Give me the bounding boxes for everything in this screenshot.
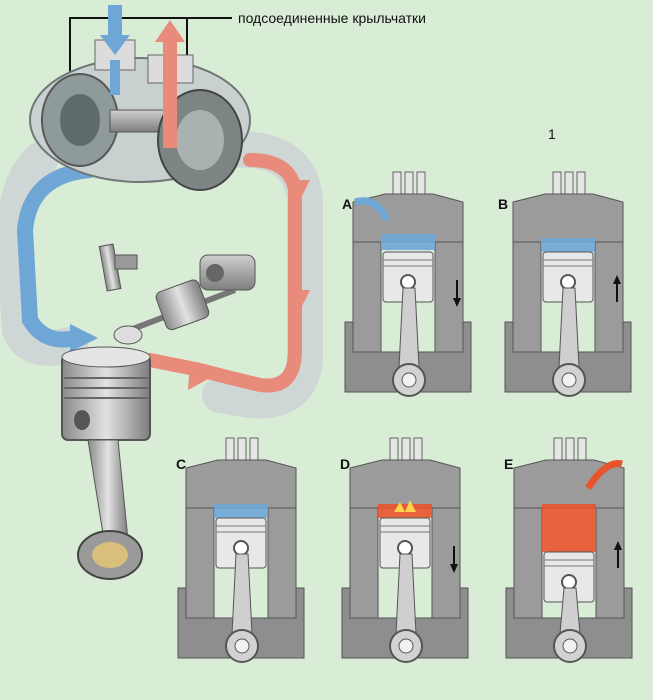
cylinder-c <box>177 437 305 663</box>
connecting-rod <box>231 553 253 635</box>
cylinder-a <box>344 171 472 397</box>
piston-pin <box>560 274 576 290</box>
cylinder-head <box>349 459 461 509</box>
connecting-rod <box>559 587 581 635</box>
cylinder-wall-left <box>513 507 543 619</box>
valve-head <box>113 325 143 345</box>
panel-label-b: B <box>498 196 509 212</box>
ignition-flame <box>394 500 416 512</box>
turbocharger <box>29 5 251 191</box>
cylinder-wall-left <box>185 507 215 619</box>
cylinder-wall-left <box>349 507 379 619</box>
arrow-up-icon <box>613 275 621 284</box>
rod-bearing <box>92 542 128 568</box>
gas-charge <box>378 504 432 518</box>
exhaust-arrow-head-2 <box>290 180 310 200</box>
piston-pin <box>74 410 90 430</box>
exhaust-arrow-head-3 <box>188 362 210 390</box>
cylinder-wall-right <box>595 507 625 619</box>
gas-charge <box>214 504 268 518</box>
intake-arrow-head <box>70 324 98 352</box>
intake-flow <box>353 197 391 222</box>
gas-charge <box>381 234 435 250</box>
cylinder-wall-left <box>512 241 542 353</box>
arrow-up-icon <box>614 541 622 550</box>
cylinder-head <box>512 193 624 243</box>
connecting-rod <box>395 553 417 635</box>
large-piston <box>61 346 151 580</box>
panel-b-marker: 1 <box>548 126 556 142</box>
crank-pin <box>401 372 417 388</box>
piston-pin <box>233 540 249 556</box>
intake-in-arrow <box>100 35 130 55</box>
crank-pin <box>561 372 577 388</box>
caption-connected-impellers: подсоединенные крыльчатки <box>238 10 426 26</box>
cylinder-panels <box>177 171 633 663</box>
piston-pin <box>561 574 577 590</box>
crank-pin <box>398 638 414 654</box>
cylinder-wall-right <box>431 507 461 619</box>
arrow-down-icon <box>450 564 458 573</box>
piston-pin <box>397 540 413 556</box>
cylinder-wall-right <box>594 241 624 353</box>
connecting-rod <box>558 287 580 369</box>
panel-label-a: A <box>342 196 353 212</box>
panel-label-c: C <box>176 456 187 472</box>
cylinder-e <box>505 437 633 663</box>
cylinder-wall-right <box>267 507 297 619</box>
panel-label-e: E <box>504 456 514 472</box>
crank-pin <box>234 638 250 654</box>
exhaust-arrow-head-1 <box>290 290 310 310</box>
valve-train <box>98 243 256 345</box>
gas-charge <box>542 504 596 552</box>
valve-spring <box>155 279 210 331</box>
air-ducts <box>0 131 323 419</box>
cylinder-b <box>504 171 632 397</box>
cylinder-head <box>185 459 297 509</box>
panel-label-d: D <box>340 456 351 472</box>
exhaust-out-arrow <box>155 20 185 42</box>
piston-pin <box>400 274 416 290</box>
arrow-down-icon <box>453 298 461 307</box>
exhaust-flow <box>585 460 623 490</box>
cylinder-d <box>341 437 469 663</box>
connecting-rod <box>87 439 129 541</box>
cylinder-wall-left <box>352 241 382 353</box>
cylinder-wall-right <box>434 241 464 353</box>
connecting-rod <box>398 287 420 369</box>
crank-pin <box>562 638 578 654</box>
gas-charge <box>541 238 595 252</box>
